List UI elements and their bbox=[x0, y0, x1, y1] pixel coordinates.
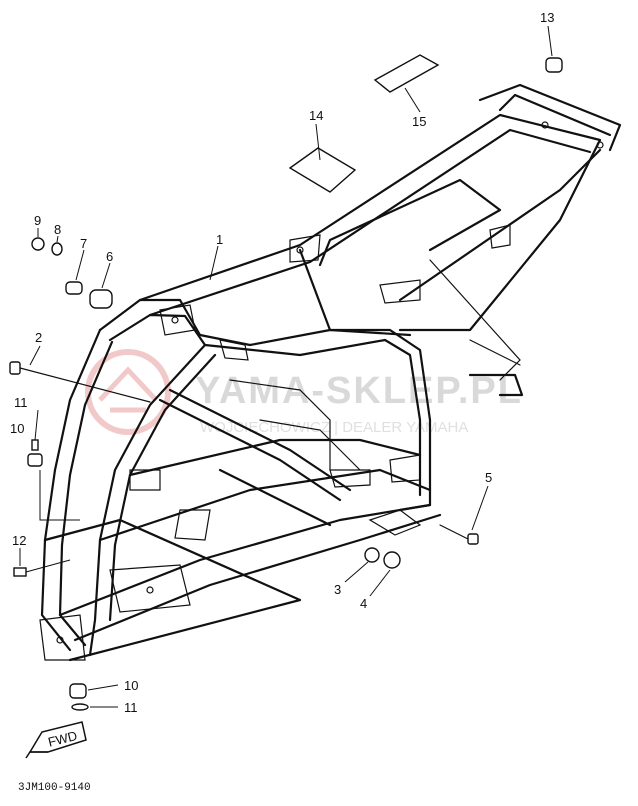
part-9-nut bbox=[31, 237, 45, 251]
callout-15: 15 bbox=[412, 114, 426, 129]
leader-lines bbox=[19, 25, 553, 708]
part-4-nut bbox=[383, 551, 401, 569]
callout-10-lower: 10 bbox=[124, 678, 138, 693]
frame-assembly bbox=[39, 83, 622, 662]
watermark-logo-icon bbox=[85, 349, 171, 435]
callout-7: 7 bbox=[80, 236, 87, 251]
watermark: YAMA-SKLEP.PL WOJCIECHOWICZ | DEALER YAM… bbox=[85, 349, 523, 436]
part-15-bracket bbox=[373, 54, 440, 93]
watermark-main-text: YAMA-SKLEP.PL bbox=[195, 370, 523, 412]
part-10-upper-bushing bbox=[27, 453, 43, 467]
callout-8: 8 bbox=[54, 222, 61, 237]
diagram-code: 3JM100-9140 bbox=[18, 782, 91, 794]
part-3-washer bbox=[364, 547, 380, 563]
callout-labels: 1 2 3 4 5 6 7 8 9 10 10 11 11 12 13 14 1… bbox=[10, 10, 554, 715]
callout-6: 6 bbox=[106, 249, 113, 264]
callout-11-upper: 11 bbox=[14, 395, 28, 410]
callout-5: 5 bbox=[485, 470, 492, 485]
part-5-bolt bbox=[439, 524, 479, 545]
callout-1: 1 bbox=[216, 232, 223, 247]
part-6-bushing bbox=[89, 289, 113, 309]
callout-9: 9 bbox=[34, 213, 41, 228]
callout-4: 4 bbox=[360, 596, 367, 611]
callout-3: 3 bbox=[334, 582, 341, 597]
callout-10-upper: 10 bbox=[10, 421, 24, 436]
fwd-label: FWD bbox=[46, 728, 78, 750]
part-13-cap bbox=[545, 57, 563, 73]
part-11-lower-washer bbox=[71, 703, 89, 711]
watermark-logo-mark bbox=[98, 366, 158, 413]
part-7-collar bbox=[65, 281, 83, 295]
callout-14: 14 bbox=[309, 108, 323, 123]
part-8-washer bbox=[51, 242, 63, 256]
callout-12: 12 bbox=[12, 533, 26, 548]
callout-2: 2 bbox=[35, 330, 42, 345]
part-14-pad bbox=[288, 147, 357, 193]
loose-parts bbox=[9, 54, 563, 711]
part-11-upper-pin bbox=[31, 439, 39, 451]
part-10-lower-bushing bbox=[69, 683, 87, 699]
watermark-sub-text: WOJCIECHOWICZ | DEALER YAMAHA bbox=[200, 419, 468, 436]
part-12-clip bbox=[13, 567, 27, 577]
callout-11-lower: 11 bbox=[124, 700, 138, 715]
part-2-bolt bbox=[9, 361, 151, 403]
fwd-arrow-icon: FWD bbox=[25, 721, 87, 759]
callout-13: 13 bbox=[540, 10, 554, 25]
